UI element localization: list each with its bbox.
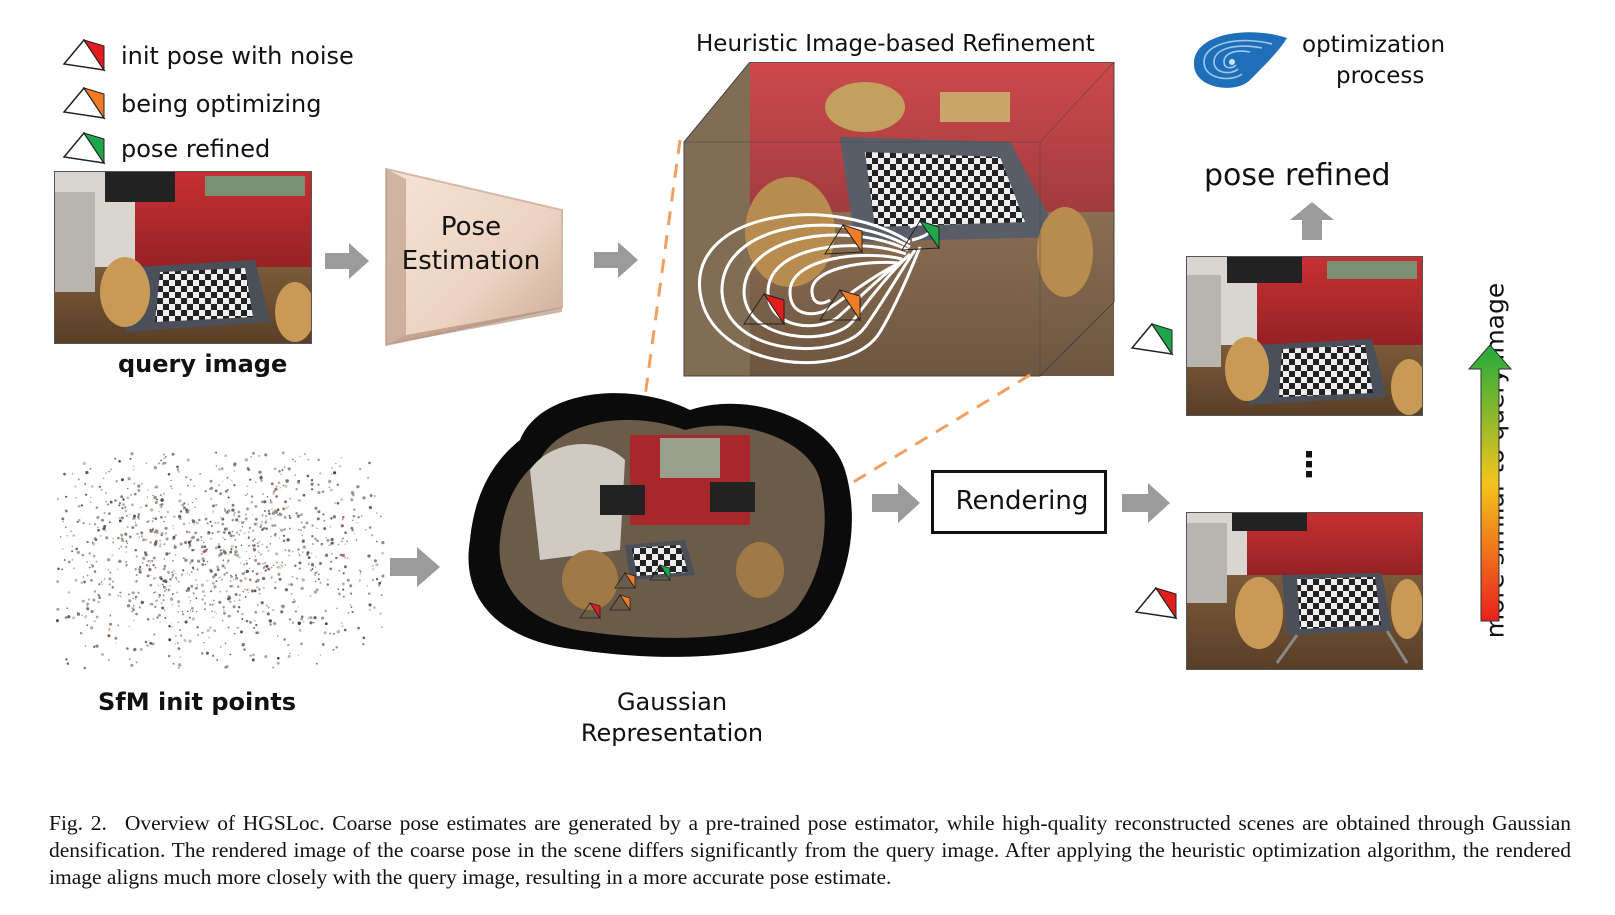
camera-icon-red: [1134, 586, 1178, 620]
gaussian-label-line1: Gaussian: [616, 688, 728, 716]
pose-refined-title: pose refined: [1204, 158, 1391, 193]
legend: init pose with noise being optimizing po…: [62, 36, 422, 168]
query-image-label: query image: [118, 350, 288, 378]
optimization-label-line2: process: [1336, 63, 1425, 89]
pose-estimation-label-line2: Estimation: [401, 246, 541, 276]
ellipsis: ⋮: [1292, 445, 1326, 485]
sfm-label: SfM init points: [98, 688, 297, 716]
arrow-right-icon: [594, 242, 638, 278]
camera-icon-red: [62, 38, 106, 72]
camera-icon-orange: [62, 86, 106, 120]
arrow-right-icon: [872, 483, 920, 523]
caption-text: Overview of HGSLoc. Coarse pose estimate…: [49, 811, 1571, 889]
rendered-image-refined: [1186, 256, 1423, 416]
heuristic-title: Heuristic Image-based Refinement: [696, 31, 1095, 57]
figure-number: Fig. 2.: [49, 811, 107, 835]
camera-icon-green: [62, 131, 106, 165]
similarity-gradient-arrow: [1467, 345, 1513, 622]
gaussian-label-line2: Representation: [580, 719, 764, 747]
legend-label-optimizing: being optimizing: [121, 90, 322, 118]
query-image: [54, 171, 312, 344]
arrow-right-icon: [325, 243, 369, 279]
arrow-right-icon: [390, 547, 440, 587]
legend-label-init: init pose with noise: [121, 42, 354, 70]
pose-estimation-label-line1: Pose: [440, 212, 502, 242]
arrow-right-icon: [1122, 483, 1170, 523]
optimization-spiral-icon: [1193, 32, 1287, 88]
figure-caption: Fig. 2.Overview of HGSLoc. Coarse pose e…: [49, 810, 1571, 891]
optimization-label-line1: optimization: [1302, 32, 1446, 58]
arrow-up-icon: [1290, 202, 1334, 240]
rendering-label: Rendering: [955, 486, 1089, 516]
gaussian-representation: [468, 393, 852, 657]
rendered-image-coarse: [1186, 512, 1423, 670]
refinement-scene: [680, 62, 1116, 380]
legend-label-refined: pose refined: [121, 135, 271, 163]
rendering-box: [931, 470, 1107, 534]
sfm-point-cloud: [55, 451, 385, 670]
pose-estimation-block: [385, 167, 563, 347]
camera-icon-green: [1130, 322, 1174, 356]
